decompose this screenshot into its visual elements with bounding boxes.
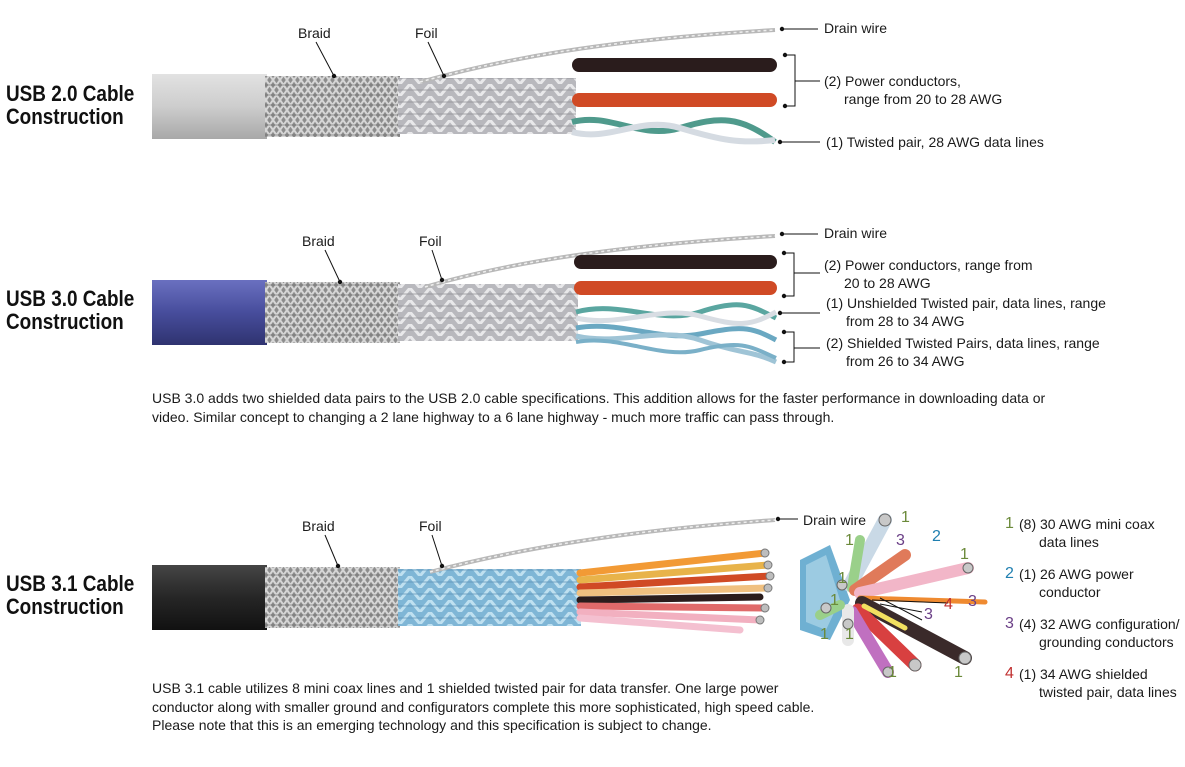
callout-13: 1 xyxy=(888,664,897,681)
usb31-jacket xyxy=(152,565,267,630)
callout-7: 1 xyxy=(830,592,839,609)
usb31-cable xyxy=(152,518,776,634)
usb30-unshielded-label-1: (1) Unshielded Twisted pair, data lines,… xyxy=(826,295,1106,311)
usb30-description: USB 3.0 adds two shielded data pairs to … xyxy=(152,390,1046,425)
usb31-braid-label: Braid xyxy=(302,518,335,534)
legend-text-3b: grounding conductors xyxy=(1039,634,1174,650)
usb30-drain-label: Drain wire xyxy=(824,225,888,241)
legend-text-4a: (1) 34 AWG shielded xyxy=(1019,666,1148,682)
usb20-heading-line2: Construction xyxy=(6,104,124,129)
callout-6: 1 xyxy=(838,570,847,587)
usb30-leaders xyxy=(324,233,820,363)
callout-14: 1 xyxy=(954,664,963,681)
legend-number-4: 4 xyxy=(1005,665,1014,682)
legend-number-2: 2 xyxy=(1005,565,1014,582)
usb30-power-label-1: (2) Power conductors, range from xyxy=(824,257,1033,273)
usb20-heading: USB 2.0 Cable Construction xyxy=(6,82,134,128)
legend-text-4b: twisted pair, data lines xyxy=(1039,684,1177,700)
legend-number-1: 1 xyxy=(1005,515,1014,532)
usb30-heading: USB 3.0 Cable Construction xyxy=(6,287,134,333)
usb30-braid-label: Braid xyxy=(302,233,335,249)
callout-3: 3 xyxy=(896,532,905,549)
usb30-shielded-label-1: (2) Shielded Twisted Pairs, data lines, … xyxy=(826,335,1100,351)
usb30-braid xyxy=(265,282,400,343)
usb20-twisted-label: (1) Twisted pair, 28 AWG data lines xyxy=(826,134,1044,150)
callout-4: 2 xyxy=(932,528,941,545)
usb20-jacket xyxy=(152,74,267,139)
callout-5: 1 xyxy=(960,546,969,563)
usb31-foil-label: Foil xyxy=(419,518,442,534)
usb30-heading-line2: Construction xyxy=(6,309,124,334)
usb30-shielded-label-2: from 26 to 34 AWG xyxy=(846,353,965,369)
callout-11: 1 xyxy=(820,626,829,643)
usb20-braid xyxy=(265,76,400,137)
callout-10: 3 xyxy=(924,606,933,623)
usb20-foil xyxy=(398,78,576,134)
legend-item-power: 2 (1) 26 AWG power conductor xyxy=(1005,565,1183,615)
usb20-leaders xyxy=(315,28,820,143)
legend-text-2b: conductor xyxy=(1039,584,1101,600)
legend-item-mini-coax: 1 (8) 30 AWG mini coax data lines xyxy=(1005,515,1183,565)
usb30-foil xyxy=(398,284,578,341)
usb30-jacket xyxy=(152,280,267,345)
usb30-foil-label: Foil xyxy=(419,233,442,249)
usb30-heading-line1: USB 3.0 Cable xyxy=(6,286,135,311)
callout-1: 1 xyxy=(901,509,910,526)
usb31-foil xyxy=(398,569,581,626)
legend-text-1b: data lines xyxy=(1039,534,1099,550)
callout-2: 1 xyxy=(845,532,854,549)
usb20-power-label-2: range from 20 to 28 AWG xyxy=(844,91,1003,107)
usb20-foil-label: Foil xyxy=(415,25,438,41)
callout-12: 1 xyxy=(845,626,854,643)
usb20-black-conductor xyxy=(572,58,777,72)
callout-9: 3 xyxy=(968,593,977,610)
legend-number-3: 3 xyxy=(1005,615,1014,632)
usb20-heading-line1: USB 2.0 Cable xyxy=(6,81,135,106)
usb20-drain-label: Drain wire xyxy=(824,20,888,36)
legend-item-config: 3 (4) 32 AWG configuration/ grounding co… xyxy=(1005,615,1183,665)
usb31-cross-section xyxy=(800,513,988,678)
usb20-braid-label: Braid xyxy=(298,25,331,41)
legend-text-2a: (1) 26 AWG power xyxy=(1019,566,1134,582)
usb31-heading-line1: USB 3.1 Cable xyxy=(6,571,135,596)
usb30-cable xyxy=(152,234,778,365)
legend-text-3a: (4) 32 AWG configuration/ xyxy=(1019,616,1180,632)
usb31-heading-line2: Construction xyxy=(6,594,124,619)
usb31-description: USB 3.1 cable utilizes 8 mini coax lines… xyxy=(152,680,815,733)
usb31-heading: USB 3.1 Cable Construction xyxy=(6,572,134,618)
usb31-braid xyxy=(265,567,400,628)
usb20-power-label-1: (2) Power conductors, xyxy=(824,73,961,89)
callout-8: 4 xyxy=(944,596,953,613)
usb20-red-conductor xyxy=(572,93,777,107)
usb31-drain-label: Drain wire xyxy=(803,512,867,528)
usb30-power-label-2: 20 to 28 AWG xyxy=(844,275,931,291)
legend-item-shielded: 4 (1) 34 AWG shielded twisted pair, data… xyxy=(1005,665,1183,715)
legend-text-1a: (8) 30 AWG mini coax xyxy=(1019,516,1155,532)
usb31-legend: 1 (8) 30 AWG mini coax data lines 2 (1) … xyxy=(1005,515,1183,715)
usb20-cable xyxy=(152,28,777,145)
usb30-unshielded-label-2: from 28 to 34 AWG xyxy=(846,313,965,329)
usb31-leaders xyxy=(324,518,798,567)
